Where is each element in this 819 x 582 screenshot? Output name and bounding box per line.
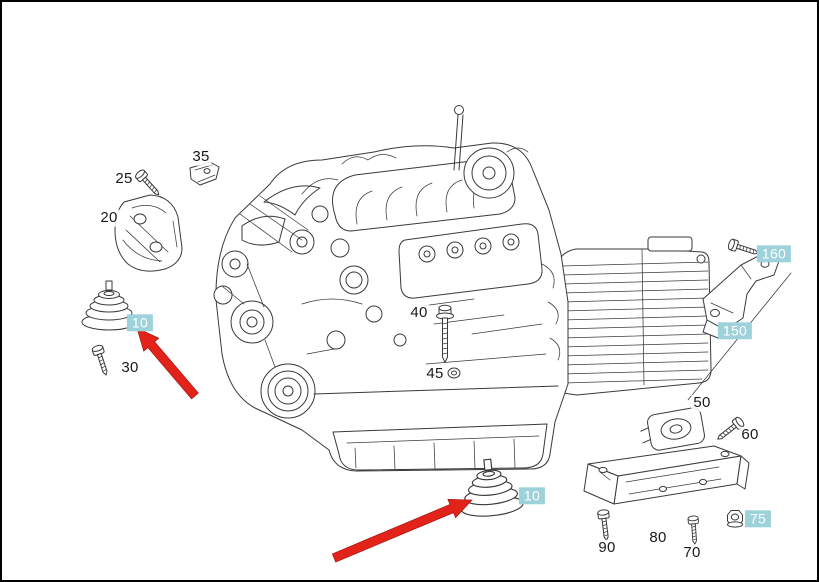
plug-45-illustration (447, 367, 461, 379)
crossmember-80-illustration (583, 445, 750, 505)
engine-illustration (213, 105, 569, 472)
bracket-20-illustration (114, 194, 183, 272)
arrow-to-left-engine-mount (136, 327, 199, 400)
arrow-to-rear-engine-mount (331, 498, 473, 563)
bolt-40-illustration (436, 304, 454, 363)
mount-50-illustration (640, 407, 705, 451)
nut-75-illustration (727, 510, 743, 528)
